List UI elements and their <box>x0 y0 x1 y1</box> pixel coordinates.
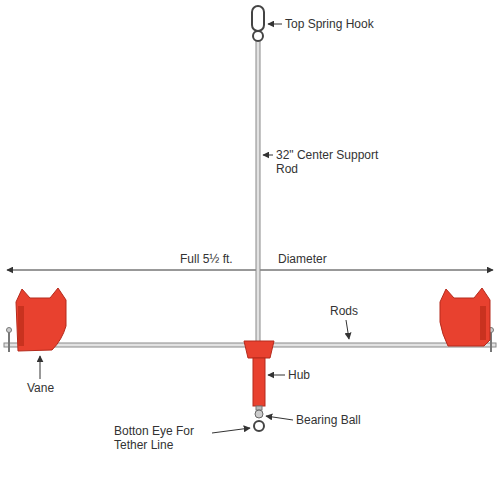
center-rod <box>256 40 260 343</box>
leader-line <box>268 24 282 25</box>
rod-peg <box>8 330 10 352</box>
part-label: Botton Eye For Tether Line <box>114 424 210 452</box>
hub-collar <box>256 406 262 410</box>
rod-peg <box>7 328 12 333</box>
leader-line <box>268 375 285 376</box>
leader-line <box>346 320 349 339</box>
dimension-label: Full 5½ ft. <box>178 252 235 266</box>
bearing-ball <box>255 410 263 418</box>
part-label: Hub <box>288 368 310 382</box>
hub <box>244 341 274 358</box>
part-label: Top Spring Hook <box>285 17 374 31</box>
vane-fold <box>18 306 24 346</box>
part-label: Vane <box>27 381 54 395</box>
leader-line <box>266 416 293 420</box>
part-label: Bearing Ball <box>296 413 361 427</box>
spring-hook <box>252 6 264 31</box>
bottom-eye <box>254 421 264 431</box>
part-label: 32" Center Support Rod <box>276 148 388 176</box>
leader-line <box>40 356 41 379</box>
vane <box>16 288 66 351</box>
dimension-label: Diameter <box>276 252 329 266</box>
leader-line <box>263 155 273 156</box>
dimension-line <box>7 270 493 271</box>
hub-tube <box>253 358 265 406</box>
vane-fold <box>480 306 486 340</box>
hook-eye <box>253 31 263 41</box>
vane <box>440 288 490 346</box>
leader-line <box>212 428 250 433</box>
part-label: Rods <box>330 304 358 318</box>
